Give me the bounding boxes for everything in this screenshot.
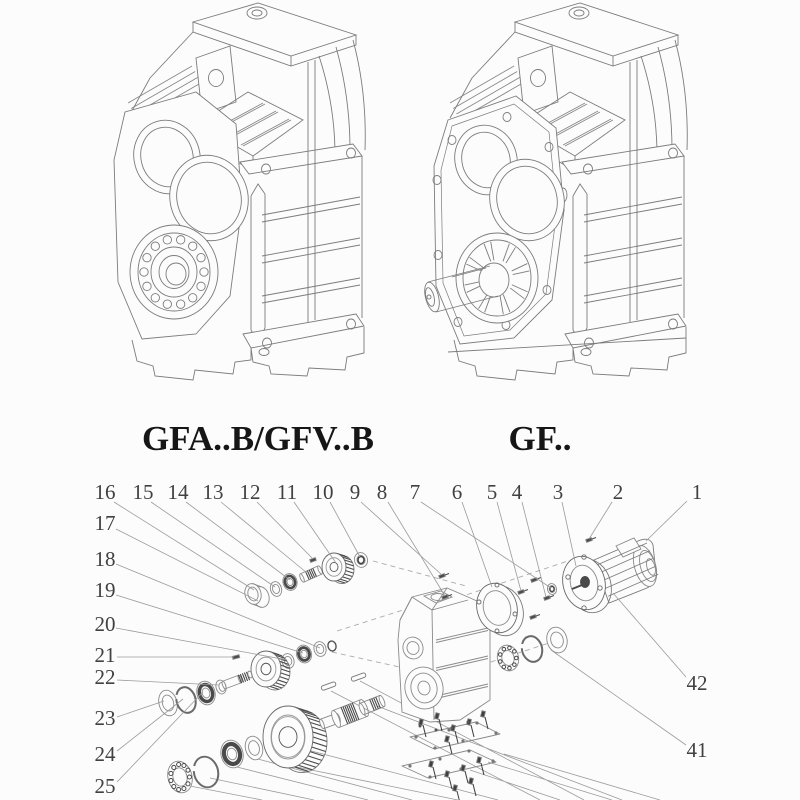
- part-number-18: 18: [95, 547, 116, 571]
- part-number-17: 17: [95, 511, 116, 535]
- part-number-24: 24: [95, 742, 117, 766]
- part-number-5: 5: [487, 480, 498, 504]
- gearbox-housing-exploded: [397, 587, 491, 723]
- part-number-11: 11: [277, 480, 297, 504]
- part-number-14: 14: [168, 480, 190, 504]
- part-number-16: 16: [95, 480, 116, 504]
- model-label-right: GF..: [509, 419, 572, 458]
- callout-leader-lines: [113, 500, 688, 783]
- part-number-9: 9: [350, 480, 361, 504]
- part-number-10: 10: [313, 480, 334, 504]
- part-number-3: 3: [553, 480, 564, 504]
- part-number-22: 22: [95, 665, 116, 689]
- part-number-7: 7: [410, 480, 421, 504]
- housing-bolts: [417, 710, 489, 800]
- model-label-left: GFA..B/GFV..B: [142, 419, 374, 458]
- part-number-41: 41: [687, 738, 708, 762]
- assembly-axis-dashed-lines: [331, 554, 587, 677]
- part-number-20: 20: [95, 612, 116, 636]
- part-number-25: 25: [95, 774, 116, 798]
- callout-numbers: 1234567891011121314151617181920212223242…: [95, 480, 708, 798]
- exploded-parts-diagram: 1234567891011121314151617181920212223242…: [95, 480, 708, 800]
- part-number-2: 2: [613, 480, 624, 504]
- exploded-parts: [158, 536, 597, 794]
- motor-drawing: [562, 537, 659, 614]
- part-number-19: 19: [95, 578, 116, 602]
- part-number-42: 42: [687, 671, 708, 695]
- part-number-8: 8: [377, 480, 388, 504]
- part-number-12: 12: [240, 480, 261, 504]
- part-number-1: 1: [692, 480, 703, 504]
- part-number-13: 13: [203, 480, 224, 504]
- part-number-4: 4: [512, 480, 523, 504]
- gearbox-drawing-right: [424, 2, 688, 381]
- part-number-15: 15: [133, 480, 154, 504]
- leader-lines-cropped: [189, 680, 661, 800]
- part-number-23: 23: [95, 706, 116, 730]
- part-number-21: 21: [95, 643, 116, 667]
- gearbox-drawing-left: [113, 2, 366, 381]
- part-number-6: 6: [452, 480, 463, 504]
